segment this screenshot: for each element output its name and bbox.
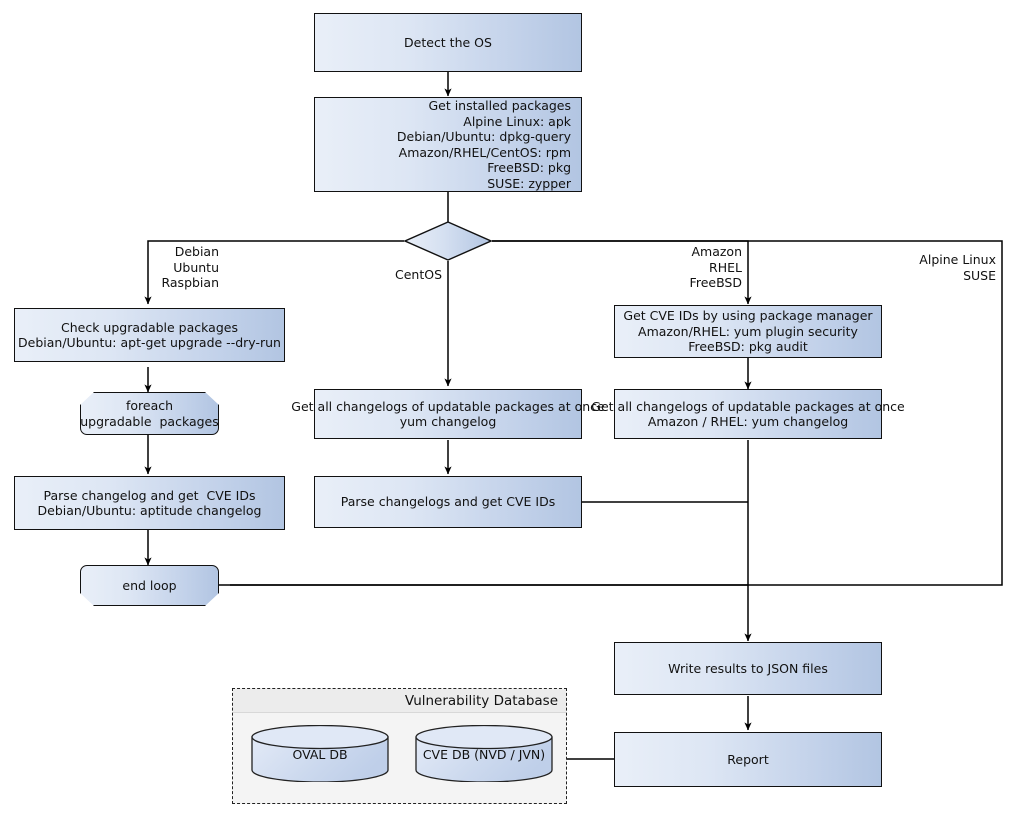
node-end-loop[interactable]: end loop: [80, 565, 219, 606]
database-cve-db-label: CVE DB (NVD / JVN): [422, 747, 546, 762]
node-foreach-loop[interactable]: foreach upgradable packages: [80, 392, 219, 435]
node-detect-os-label: Detect the OS: [404, 34, 492, 50]
edge-label-debian: Debian Ubuntu Raspbian: [161, 244, 219, 290]
database-cve-db[interactable]: CVE DB (NVD / JVN): [415, 724, 553, 783]
node-write-json[interactable]: Write results to JSON files: [614, 642, 882, 695]
edge-label-centos: CentOS: [394, 267, 442, 282]
node-foreach-loop-label: foreach upgradable packages: [80, 398, 219, 429]
node-get-installed-packages-label: Get installed packages Alpine Linux: apk…: [396, 98, 571, 191]
node-report[interactable]: Report: [614, 732, 882, 787]
node-get-cve-pkgmgr[interactable]: Get CVE IDs by using package manager Ama…: [614, 305, 882, 358]
node-parse-changelog-debian-label: Parse changelog and get CVE IDs Debian/U…: [37, 487, 262, 519]
node-parse-changelog-debian[interactable]: Parse changelog and get CVE IDs Debian/U…: [14, 476, 285, 530]
database-oval-db-label: OVAL DB: [292, 747, 348, 762]
node-changelogs-rhel-label: Get all changelogs of updatable packages…: [591, 398, 905, 430]
edge-label-alpine: Alpine Linux SUSE: [919, 252, 996, 283]
node-changelogs-rhel[interactable]: Get all changelogs of updatable packages…: [591, 389, 905, 439]
node-detect-os[interactable]: Detect the OS: [314, 13, 582, 72]
node-changelogs-centos[interactable]: Get all changelogs of updatable packages…: [291, 389, 605, 439]
node-check-upgradable-label: Check upgradable packages Debian/Ubuntu:…: [18, 319, 281, 351]
node-write-json-label: Write results to JSON files: [668, 660, 828, 676]
node-get-cve-pkgmgr-label: Get CVE IDs by using package manager Ama…: [623, 308, 873, 355]
vulnerability-database-group: Vulnerability Database OVAL DB: [232, 688, 567, 804]
node-check-upgradable[interactable]: Check upgradable packages Debian/Ubuntu:…: [14, 308, 285, 362]
vulnerability-database-title: Vulnerability Database: [233, 689, 566, 713]
node-report-label: Report: [727, 751, 769, 767]
database-oval-db[interactable]: OVAL DB: [251, 724, 389, 783]
node-parse-changelogs-centos-label: Parse changelogs and get CVE IDs: [340, 494, 556, 510]
edge-label-amazon: Amazon RHEL FreeBSD: [689, 244, 742, 290]
node-changelogs-centos-label: Get all changelogs of updatable packages…: [291, 398, 605, 430]
node-os-decision[interactable]: [403, 221, 493, 261]
node-end-loop-label: end loop: [122, 577, 177, 593]
node-parse-changelogs-centos[interactable]: Parse changelogs and get CVE IDs: [314, 476, 582, 528]
node-get-installed-packages[interactable]: Get installed packages Alpine Linux: apk…: [314, 97, 582, 192]
